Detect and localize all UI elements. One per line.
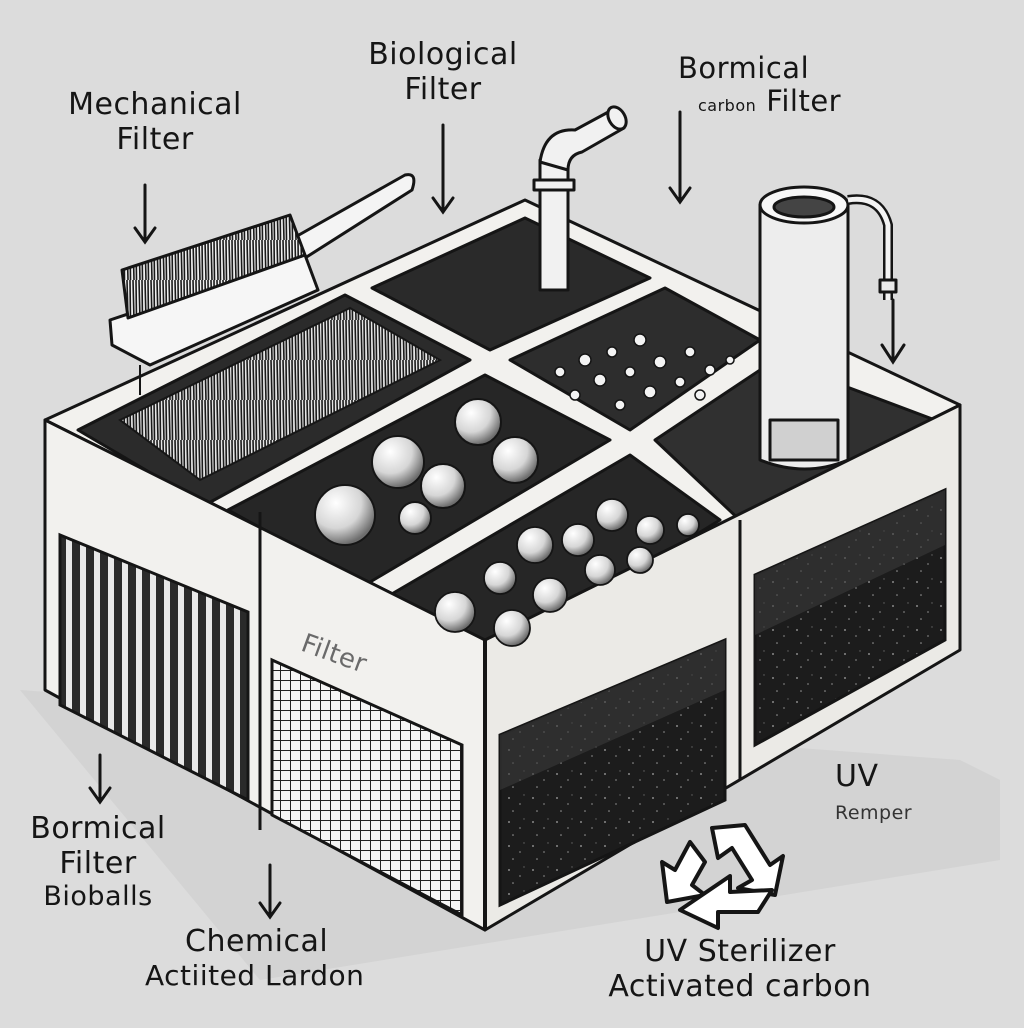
mechanical-bristles	[118, 306, 443, 482]
label-top-right-line1: Bormical	[678, 51, 810, 85]
slat-window	[58, 532, 250, 803]
label-biological-line1: Biological	[368, 37, 518, 72]
arrow-top-right	[668, 110, 692, 205]
label-chemical-line1: Chemical	[185, 924, 329, 959]
mesh-window	[270, 657, 464, 918]
label-mechanical-line2: Filter	[116, 121, 194, 157]
label-bottom-left: Bormical Filter Bioballs	[30, 811, 166, 912]
label-top-right: Bormical carbon Filter	[678, 51, 842, 119]
label-uv-sterilizer-line2: Activated carbon	[608, 968, 872, 1004]
biological-well-top	[370, 216, 652, 352]
arrow-mechanical	[133, 183, 157, 245]
label-top-right-line2: Filter	[766, 84, 842, 119]
recycle-icon	[660, 823, 785, 930]
label-top-right-faint: carbon	[698, 96, 757, 116]
label-uv-line2: Remper	[835, 801, 913, 824]
arrow-biological	[431, 123, 455, 215]
label-chemical-line2: Actiited Lardon	[145, 958, 365, 992]
label-uv: UV Remper	[835, 759, 913, 824]
label-bottom-left-line1: Bormical	[30, 811, 166, 846]
label-bottom-left-line3: Bioballs	[43, 881, 153, 912]
arrow-chemical	[258, 863, 282, 920]
label-biological: Biological Filter	[368, 37, 518, 107]
label-bottom-left-line2: Filter	[59, 845, 137, 881]
label-mechanical: Mechanical Filter	[68, 87, 242, 157]
uv-sterilizer-icon	[758, 185, 898, 471]
arrow-bottom-left	[88, 753, 112, 805]
arrows	[88, 110, 906, 920]
small-balls	[434, 498, 700, 647]
label-uv-sterilizer: UV Sterilizer Activated carbon	[608, 934, 872, 1004]
bioballs	[314, 398, 539, 546]
pebbles	[554, 333, 735, 411]
brush-icon	[108, 173, 416, 395]
pipe-icon	[532, 105, 628, 292]
label-uv-sterilizer-line1: UV Sterilizer	[644, 934, 836, 969]
arrow-uv-down	[880, 298, 906, 365]
label-chemical: Chemical Actiited Lardon	[145, 924, 364, 992]
label-uv-line1: UV	[835, 759, 879, 794]
label-mechanical-line1: Mechanical	[68, 87, 242, 122]
label-biological-line2: Filter	[404, 71, 482, 107]
